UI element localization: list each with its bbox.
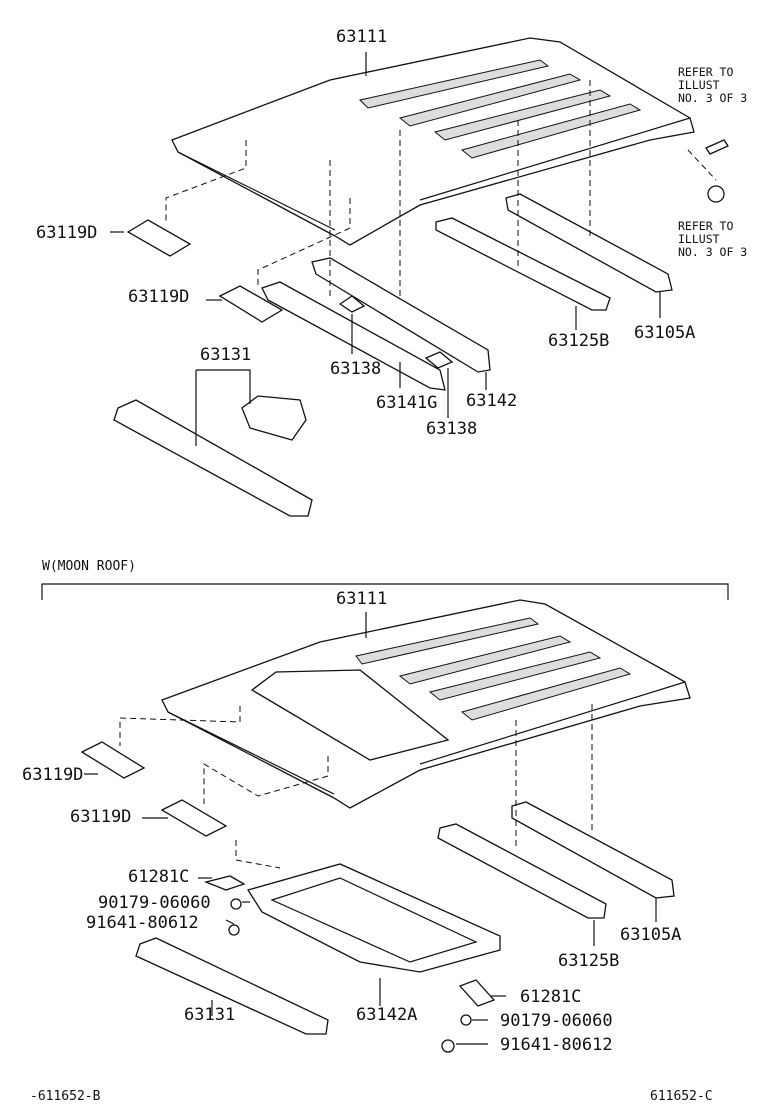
footer-right-code: 611652-C xyxy=(650,1089,713,1104)
upper-bracket-b xyxy=(424,351,454,369)
label-upper-center-rail: 63142 xyxy=(466,391,517,411)
label-upper-roof: 63111 xyxy=(336,27,387,47)
label-upper-pad-a: 63119D xyxy=(36,223,97,243)
section-bracket xyxy=(41,583,729,600)
label-upper-bow: 63125B xyxy=(548,331,609,351)
label-lower-bracket-r: 61281C xyxy=(520,987,581,1007)
label-lower-roof: 63111 xyxy=(336,589,387,609)
label-upper-bracket-a: 63138 xyxy=(330,359,381,379)
label-upper-side-rail: 63105A xyxy=(634,323,695,343)
label-lower-pad-a: 63119D xyxy=(22,765,83,785)
label-upper-rear-rail: 63131 xyxy=(200,345,251,365)
upper-side-rail xyxy=(505,193,673,293)
refer-top-line-3: NO. 3 OF 3 xyxy=(678,91,747,105)
upper-pad-a xyxy=(126,219,192,257)
lower-pad-a xyxy=(80,741,146,779)
label-lower-pad-b: 63119D xyxy=(70,807,131,827)
label-lower-side-rail: 63105A xyxy=(620,925,681,945)
upper-leaders xyxy=(110,52,717,446)
label-lower-bracket-l: 61281C xyxy=(128,867,189,887)
refer-top-line-2: ILLUST xyxy=(678,78,720,92)
label-upper-pad-b: 63119D xyxy=(128,287,189,307)
label-lower-rear-rail: 63131 xyxy=(184,1005,235,1025)
lower-roof-panel xyxy=(161,599,691,809)
refer-bottom-line-3: NO. 3 OF 3 xyxy=(678,245,747,259)
lower-bracket-l xyxy=(203,875,246,936)
label-lower-nut-l: 90179-06060 xyxy=(98,893,211,913)
upper-bow xyxy=(435,217,611,311)
upper-front-rail xyxy=(261,257,491,391)
label-lower-bolt-l: 91641-80612 xyxy=(86,913,199,933)
lower-bracket-r xyxy=(441,979,496,1053)
label-lower-housing: 63142A xyxy=(356,1005,417,1025)
refer-bottom-line-2: ILLUST xyxy=(678,232,720,246)
footer-left-code: -611652-B xyxy=(30,1089,101,1104)
label-lower-bolt-r: 91641-80612 xyxy=(500,1035,613,1055)
upper-clip xyxy=(705,139,729,203)
upper-roof-panel xyxy=(171,37,695,246)
section-title: W(MOON ROOF) xyxy=(42,559,136,574)
label-upper-bracket-b: 63138 xyxy=(426,419,477,439)
lower-housing xyxy=(246,863,501,973)
label-lower-bow: 63125B xyxy=(558,951,619,971)
upper-rear-header xyxy=(113,395,313,517)
lower-rear-header xyxy=(135,937,329,1035)
label-upper-front-rail: 63141G xyxy=(376,393,437,413)
lower-leaders xyxy=(84,612,657,1045)
lower-side-rail xyxy=(511,801,675,899)
lower-bow xyxy=(437,823,607,919)
refer-bottom-line-1: REFER TO xyxy=(678,219,733,233)
upper-pad-b xyxy=(218,285,284,323)
upper-bracket-a xyxy=(338,295,366,313)
label-lower-nut-r: 90179-06060 xyxy=(500,1011,613,1031)
lower-pad-b xyxy=(160,799,228,837)
refer-top-line-1: REFER TO xyxy=(678,65,733,79)
